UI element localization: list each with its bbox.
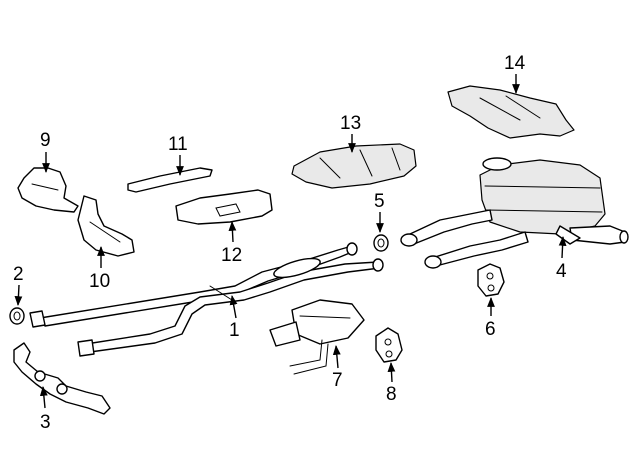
part-11-insulator <box>127 167 213 193</box>
callout-3: 3 <box>40 412 51 433</box>
callout-10: 10 <box>89 271 110 292</box>
part-3-bracket <box>13 342 111 415</box>
callout-13: 13 <box>340 113 361 134</box>
part-7-support <box>269 299 365 375</box>
callout-labels: 1 2 3 4 5 6 7 8 9 10 11 12 13 14 <box>13 53 567 433</box>
part-10-heat-shield <box>77 195 135 257</box>
callout-1: 1 <box>229 320 240 341</box>
part-13-insulator <box>291 143 417 189</box>
part-5-gasket <box>373 234 389 252</box>
part-12-insulator <box>175 189 273 225</box>
callout-12: 12 <box>221 245 242 266</box>
leader-arrows <box>14 74 567 409</box>
callout-6: 6 <box>485 319 496 340</box>
callout-9: 9 <box>40 130 51 151</box>
part-1-front-exhaust-pipe <box>29 242 384 357</box>
callout-5: 5 <box>374 191 385 212</box>
part-2-gasket <box>9 307 25 325</box>
callout-14: 14 <box>504 53 526 74</box>
part-14-insulator <box>447 85 575 139</box>
part-8-hanger <box>375 327 403 363</box>
callout-2: 2 <box>13 264 24 285</box>
callout-4: 4 <box>556 261 567 282</box>
callout-11: 11 <box>168 134 188 155</box>
part-4-muffler <box>400 157 629 269</box>
part-9-heat-shield <box>17 167 79 213</box>
callout-7: 7 <box>332 370 343 391</box>
callout-8: 8 <box>386 384 397 405</box>
part-6-hanger <box>477 263 505 297</box>
